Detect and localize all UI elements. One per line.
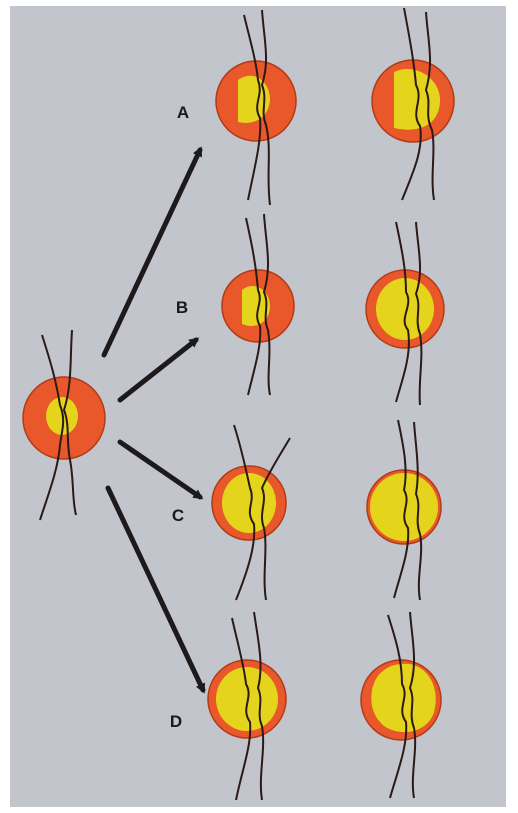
- label-d: D: [166, 712, 186, 732]
- label-a: A: [173, 103, 193, 123]
- label-b: B: [172, 298, 192, 318]
- label-c: C: [168, 506, 188, 526]
